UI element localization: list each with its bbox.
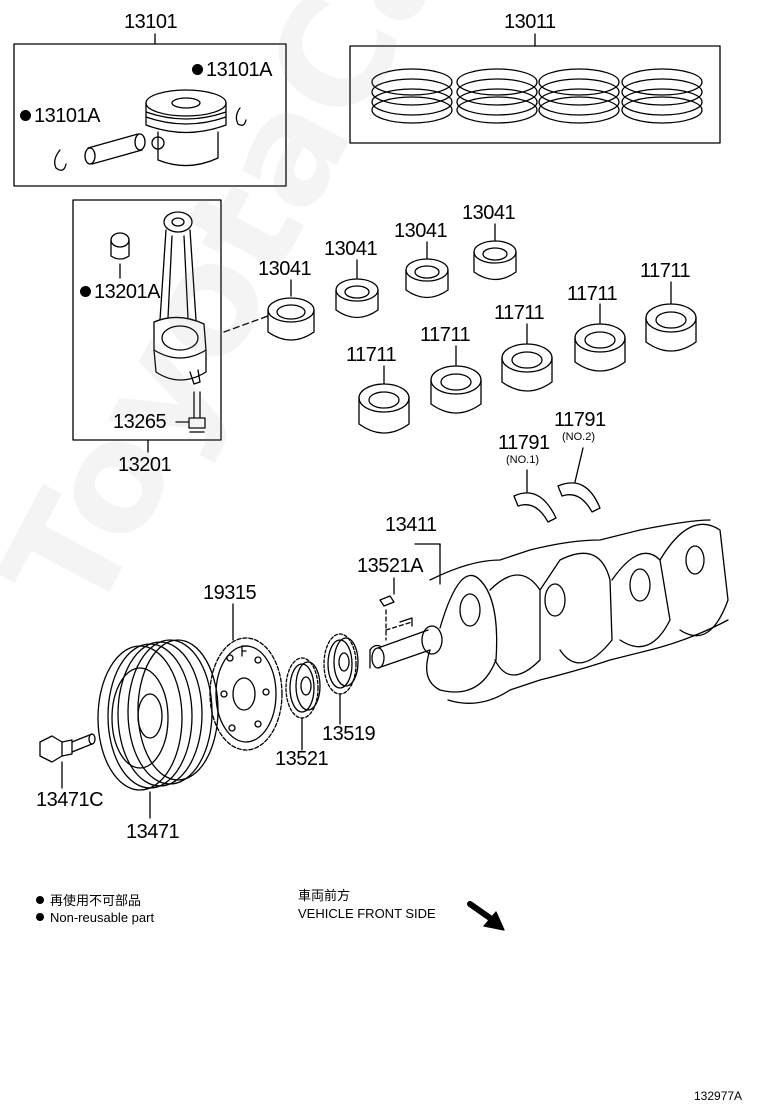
- no1-label: (NO.1): [506, 454, 539, 466]
- part-11711-label[interactable]: 11711: [640, 260, 691, 282]
- crankshaft-key-icon[interactable]: [379, 595, 395, 607]
- non-reusable-dot-icon: [36, 913, 44, 921]
- legend-jp: 再使用不可部品: [36, 893, 141, 909]
- no2-label: (NO.2): [562, 431, 595, 443]
- part-19315-label[interactable]: 19315: [203, 582, 257, 604]
- snap-ring-icon[interactable]: [54, 107, 247, 171]
- piston-ring-set-icon[interactable]: [621, 68, 703, 124]
- rod-bolt-icon[interactable]: [188, 391, 206, 433]
- timing-sprocket-icon[interactable]: [323, 633, 359, 695]
- part-13041-label[interactable]: 13041: [258, 258, 312, 280]
- part-13265-label[interactable]: 13265: [113, 411, 167, 433]
- piston-ring-set-icon[interactable]: [371, 68, 453, 124]
- piston-icon[interactable]: [145, 89, 227, 167]
- pulley-bolt-icon[interactable]: [39, 733, 96, 763]
- sensor-plate-icon[interactable]: [209, 637, 283, 751]
- piston-box: [13, 43, 287, 187]
- front-direction-arrow-icon: [467, 901, 505, 931]
- part-11711-label[interactable]: 11711: [567, 283, 618, 305]
- part-11711-label[interactable]: 11711: [346, 344, 397, 366]
- front-side-en: VEHICLE FRONT SIDE: [298, 906, 436, 921]
- main-bearing-icon[interactable]: [501, 343, 553, 392]
- non-reusable-dot-icon: [80, 286, 91, 297]
- part-13521A-label[interactable]: 13521A: [357, 555, 423, 577]
- part-13411-label[interactable]: 13411: [385, 514, 437, 536]
- figure-id: 132977A: [694, 1089, 743, 1103]
- rod-bearing-icon[interactable]: [473, 240, 517, 281]
- part-13041-label[interactable]: 13041: [324, 238, 378, 260]
- connecting-rod-icon[interactable]: [153, 211, 207, 385]
- part-13011-label[interactable]: 13011: [504, 11, 556, 33]
- crankshaft-icon[interactable]: [369, 519, 729, 704]
- connecting-rod-box: [72, 199, 222, 441]
- rod-bearing-icon[interactable]: [405, 258, 449, 299]
- part-13041-label[interactable]: 13041: [462, 202, 516, 224]
- part-11711-label[interactable]: 11711: [420, 324, 471, 346]
- part-13471C-label[interactable]: 13471C: [36, 789, 104, 811]
- rod-bearing-icon[interactable]: [267, 297, 315, 341]
- part-11791-no2-label[interactable]: 11791: [554, 409, 606, 431]
- part-13101A-left-label[interactable]: 13101A: [20, 106, 100, 126]
- non-reusable-dot-icon: [192, 64, 203, 75]
- front-side-jp: 車両前方: [298, 888, 351, 903]
- part-13201A-label[interactable]: 13201A: [80, 282, 160, 302]
- crankshaft-sprocket-icon[interactable]: [285, 657, 321, 719]
- crankshaft-pulley-icon[interactable]: [97, 639, 219, 791]
- main-bearing-icon[interactable]: [430, 365, 482, 414]
- part-13041-label[interactable]: 13041: [394, 220, 448, 242]
- part-13101-label[interactable]: 13101: [124, 11, 178, 33]
- main-bearing-icon[interactable]: [358, 383, 410, 434]
- part-13521-label[interactable]: 13521: [275, 748, 329, 770]
- main-bearing-icon[interactable]: [574, 323, 626, 372]
- part-13201-label[interactable]: 13201: [118, 454, 172, 476]
- rod-bushing-icon[interactable]: [110, 232, 130, 260]
- part-13471-label[interactable]: 13471: [126, 821, 180, 843]
- part-13519-label[interactable]: 13519: [322, 723, 376, 745]
- non-reusable-dot-icon: [20, 110, 31, 121]
- legend-en: Non-reusable part: [36, 910, 154, 926]
- main-bearing-icon[interactable]: [645, 303, 697, 352]
- thrust-washer-icon[interactable]: [513, 492, 557, 523]
- part-11791-no1-label[interactable]: 11791: [498, 432, 550, 454]
- rod-bearing-icon[interactable]: [335, 278, 379, 319]
- non-reusable-dot-icon: [36, 896, 44, 904]
- part-13101A-right-label[interactable]: 13101A: [192, 60, 272, 80]
- thrust-washer-icon[interactable]: [557, 482, 601, 513]
- piston-ring-set-icon[interactable]: [538, 68, 620, 124]
- part-11711-label[interactable]: 11711: [494, 302, 545, 324]
- piston-pin-icon[interactable]: [84, 133, 146, 165]
- piston-ring-set-icon[interactable]: [456, 68, 538, 124]
